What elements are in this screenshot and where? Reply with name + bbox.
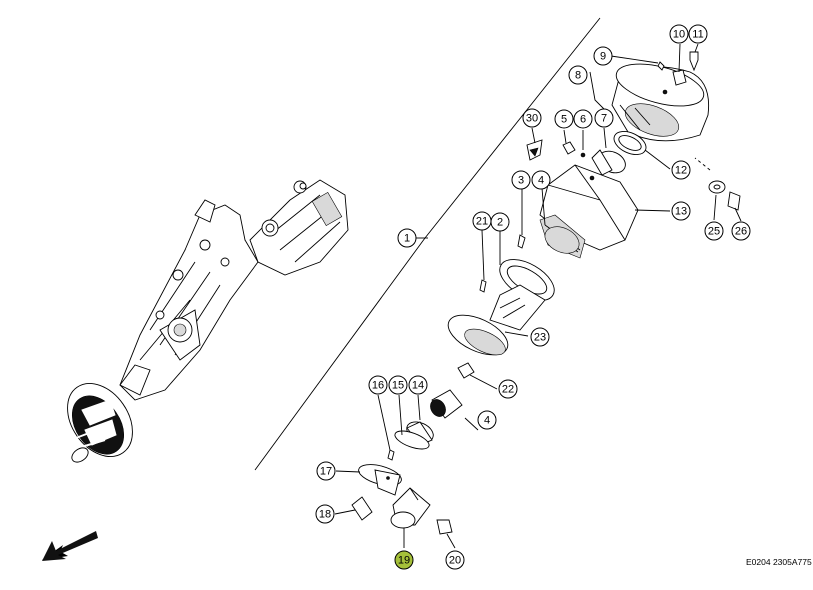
callout-circle-19 xyxy=(394,550,414,570)
callout-circle-1 xyxy=(397,228,417,248)
part-3-pin xyxy=(517,234,526,249)
callout-label-17: 17 xyxy=(320,466,332,478)
callout-label-18: 18 xyxy=(319,509,331,521)
part-18-bolt xyxy=(351,496,373,521)
part-19-lever xyxy=(390,487,431,529)
callout-label-3: 3 xyxy=(518,175,524,187)
callout-label-13: 13 xyxy=(675,206,687,218)
callout-label-9: 9 xyxy=(600,51,606,63)
callout-circle-22 xyxy=(498,379,518,399)
part-16-pin xyxy=(387,449,395,461)
part-21-pin xyxy=(479,279,487,293)
callout-label-21: 21 xyxy=(476,216,488,228)
callout-label-20: 20 xyxy=(449,555,461,567)
callout-label-22: 22 xyxy=(502,384,514,396)
callout-circle-4 xyxy=(477,410,497,430)
callout-circle-5 xyxy=(554,109,574,129)
callout-label-6: 6 xyxy=(580,114,586,126)
callout-circle-9 xyxy=(593,46,613,66)
callout-circle-18 xyxy=(315,504,335,524)
callout-label-25: 25 xyxy=(708,226,720,238)
callout-circle-30 xyxy=(522,108,542,128)
part-22-bushing xyxy=(457,362,475,379)
reference-code: E0204 2305A775 xyxy=(746,557,812,567)
part-15-snap-ring xyxy=(394,430,430,450)
callout-circle-25 xyxy=(704,221,724,241)
callout-label-23: 23 xyxy=(534,332,546,344)
part-20-bolt xyxy=(436,519,453,535)
callout-circle-7 xyxy=(594,108,614,128)
callout-label-2: 2 xyxy=(497,217,503,229)
callout-circle-17 xyxy=(316,461,336,481)
callout-label-30: 30 xyxy=(526,113,538,125)
callout-circle-21 xyxy=(472,211,492,231)
callout-circle-10 xyxy=(669,24,689,44)
part-11-bolt xyxy=(689,51,699,72)
callout-label-19: 19 xyxy=(398,555,410,567)
callout-circle-16 xyxy=(368,375,388,395)
callout-label-26: 26 xyxy=(735,226,747,238)
callout-label-4: 4 xyxy=(538,175,544,187)
callout-label-11: 11 xyxy=(692,29,703,41)
callout-label-15: 15 xyxy=(392,380,404,392)
callout-circle-4 xyxy=(531,170,551,190)
callout-label-4: 4 xyxy=(484,415,490,427)
callout-label-7: 7 xyxy=(601,113,607,125)
callout-label-5: 5 xyxy=(561,114,567,126)
part-23-shaft xyxy=(447,284,546,356)
callout-label-1: 1 xyxy=(404,233,410,245)
callout-label-10: 10 xyxy=(673,29,685,41)
callout-circle-26 xyxy=(731,221,751,241)
callout-circle-6 xyxy=(573,109,593,129)
part-2-seal xyxy=(499,259,555,301)
callout-circle-14 xyxy=(408,375,428,395)
callout-circle-20 xyxy=(445,550,465,570)
callout-circle-13 xyxy=(671,201,691,221)
part-5-nut xyxy=(562,141,576,155)
part-7-bushing xyxy=(591,149,626,176)
part-10-sleeve xyxy=(672,69,687,86)
callout-label-14: 14 xyxy=(412,380,424,392)
callout-label-12: 12 xyxy=(675,165,687,177)
callout-circle-15 xyxy=(388,375,408,395)
callout-circle-8 xyxy=(568,65,588,85)
callout-circle-23 xyxy=(530,327,550,347)
callout-circle-12 xyxy=(671,160,691,180)
callout-circle-11 xyxy=(688,24,708,44)
machine-overview-illustration xyxy=(67,179,349,463)
callout-circle-3 xyxy=(511,170,531,190)
part-4-upper-spline xyxy=(544,226,580,254)
callout-label-8: 8 xyxy=(575,70,581,82)
callout-label-16: 16 xyxy=(372,380,384,392)
part-26-plug xyxy=(727,191,741,211)
part-17-plate xyxy=(358,464,402,496)
leader-lines xyxy=(334,43,742,549)
part-4-lower-gear xyxy=(430,389,463,419)
